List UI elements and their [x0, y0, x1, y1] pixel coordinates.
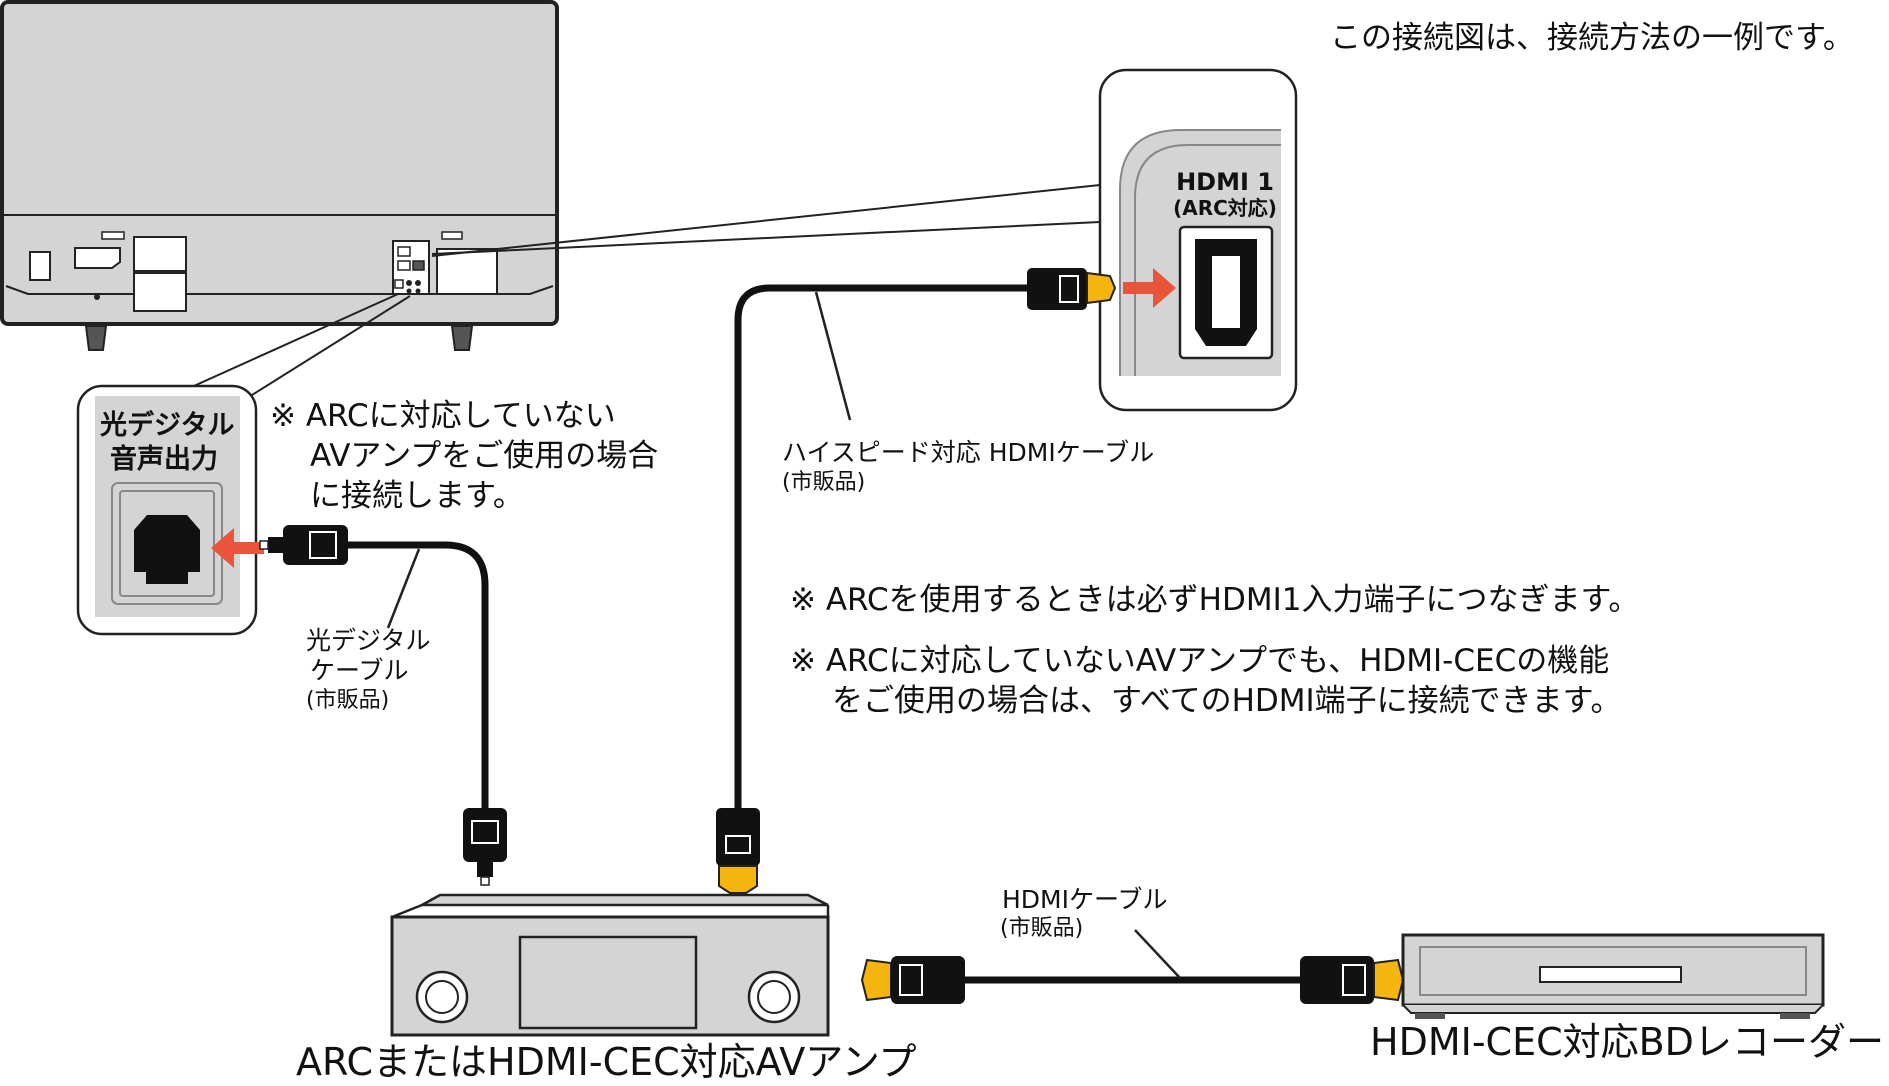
hdmi-port-small-icon — [436, 248, 498, 295]
bd-recorder-label: HDMI-CEC対応BDレコーダー — [1370, 1020, 1884, 1064]
optical-note-line1: ※ ARCに対応していない — [270, 398, 616, 434]
optical-plug-tv-side — [259, 525, 348, 565]
av-amp-label: ARCまたはHDMI-CEC対応AVアンプ — [296, 1040, 917, 1084]
hdmi-cable-sub: (市販品) — [1000, 916, 1084, 941]
hdmi1-port-title: HDMI 1 — [1176, 168, 1274, 196]
optical-plug-amp-side — [463, 808, 507, 886]
hdmi-plug-tv-side — [1027, 268, 1117, 310]
optical-port-title-line2: 音声出力 — [110, 444, 218, 475]
hdmi1-zoom-panel — [1098, 68, 1298, 412]
bd-recorder — [1401, 933, 1825, 1019]
optical-port-title-line1: 光デジタル — [100, 410, 235, 441]
hs-hdmi-cable-sub: (市販品) — [782, 470, 866, 495]
cec-note-line1: ※ ARCに対応していないAVアンプでも、HDMI-CECの機能 — [790, 643, 1610, 679]
zoom-callout-lines — [184, 184, 1101, 396]
disc-tray-icon — [1539, 966, 1682, 983]
cec-note-line2: をご使用の場合は、すべてのHDMI端子に接続できます。 — [832, 683, 1622, 719]
arrow-left-icon — [211, 528, 264, 568]
optical-cable-label-line1: 光デジタル — [306, 626, 431, 655]
hdmi-plug-cable-left — [860, 956, 965, 1004]
hdmi-plug-cable-right — [1300, 956, 1405, 1004]
optical-cable-sub: (市販品) — [306, 688, 390, 713]
arc-note: ※ ARCを使用するときは必ずHDMI1入力端子につなぎます。 — [790, 582, 1640, 618]
hdmi-cable-label: HDMIケーブル — [1002, 885, 1168, 914]
optical-note-line3: に接続します。 — [310, 478, 524, 514]
arrow-right-icon — [1123, 268, 1176, 308]
optical-zoom-panel — [76, 384, 258, 636]
diagram-disclaimer: この接続図は、接続方法の一例です。 — [1330, 20, 1854, 56]
hdmi-plug-amp-top — [716, 808, 760, 894]
av-amplifier — [390, 893, 830, 1037]
optical-note-line2: AVアンプをご使用の場合 — [310, 438, 659, 474]
cable-leader-lines — [386, 291, 1181, 979]
hdmi1-port-arc-label: (ARC対応) — [1173, 196, 1277, 220]
optical-port-icon — [134, 515, 200, 584]
cables — [344, 284, 1304, 984]
tv-rear-panel — [0, 0, 559, 351]
optical-cable-label-line2: ケーブル — [310, 656, 409, 685]
power-button-icon — [29, 251, 51, 281]
usb-port-icon — [74, 247, 121, 269]
insert-arrows — [211, 268, 1176, 568]
hs-hdmi-cable-label: ハイスピード対応 HDMIケーブル — [782, 438, 1155, 467]
